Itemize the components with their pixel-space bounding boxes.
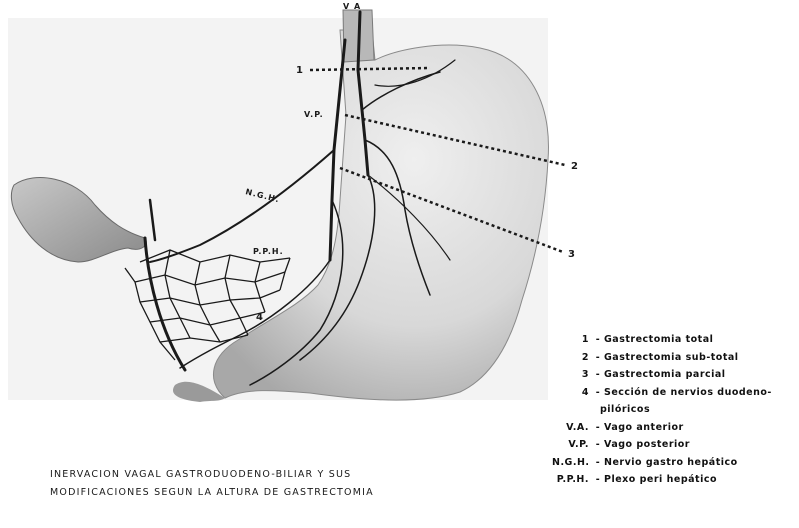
legend-key: 2: [552, 349, 592, 367]
label-3: 3: [568, 249, 575, 260]
legend-sep: -: [592, 349, 604, 367]
legend-item: N.G.H. - Nervio gastro hepático: [552, 454, 797, 472]
caption-line-2: MODIFICACIONES SEGUN LA ALTURA DE GASTRE…: [50, 484, 510, 502]
legend-text: Gastrectomia total: [604, 331, 713, 349]
legend-key: 4: [552, 384, 592, 402]
legend-text: Sección de nervios duodeno-: [604, 384, 772, 402]
figure-caption: INERVACION VAGAL GASTRODUODENO-BILIAR Y …: [50, 466, 510, 502]
legend-item: V.A. - Vago anterior: [552, 419, 797, 437]
legend-sep: -: [592, 436, 604, 454]
legend-key: 3: [552, 366, 592, 384]
legend-item: 2 - Gastrectomia sub-total: [552, 349, 797, 367]
label-1: 1: [296, 65, 303, 76]
legend-sep: -: [592, 331, 604, 349]
caption-line-1: INERVACION VAGAL GASTRODUODENO-BILIAR Y …: [50, 466, 510, 484]
legend-key: V.P.: [552, 436, 592, 454]
legend-sep: -: [592, 366, 604, 384]
legend-text: Plexo peri hepático: [604, 471, 717, 489]
legend-item: 1 - Gastrectomia total: [552, 331, 797, 349]
legend-text: Gastrectomia parcial: [604, 366, 726, 384]
legend-text-continuation: pilóricos: [552, 401, 797, 419]
label-4: 4: [256, 312, 263, 323]
legend-text: Nervio gastro hepático: [604, 454, 738, 472]
legend-item: P.P.H. - Plexo peri hepático: [552, 471, 797, 489]
label-pph: P.P.H.: [253, 247, 284, 256]
legend-text: Vago anterior: [604, 419, 684, 437]
legend-item: 4 - Sección de nervios duodeno-: [552, 384, 797, 402]
legend-key: N.G.H.: [552, 454, 592, 472]
legend-sep: -: [592, 419, 604, 437]
label-2: 2: [571, 161, 578, 172]
legend-key: V.A.: [552, 419, 592, 437]
legend-sep: -: [592, 454, 604, 472]
legend-key: P.P.H.: [552, 471, 592, 489]
legend-sep: -: [592, 384, 604, 402]
legend-item: V.P. - Vago posterior: [552, 436, 797, 454]
legend: 1 - Gastrectomia total 2 - Gastrectomia …: [552, 331, 797, 489]
label-va: V A: [343, 2, 361, 11]
legend-key: 1: [552, 331, 592, 349]
legend-text: Vago posterior: [604, 436, 690, 454]
legend-text: Gastrectomia sub-total: [604, 349, 739, 367]
legend-item: 3 - Gastrectomia parcial: [552, 366, 797, 384]
legend-sep: -: [592, 471, 604, 489]
label-vp: V.P.: [304, 110, 324, 119]
